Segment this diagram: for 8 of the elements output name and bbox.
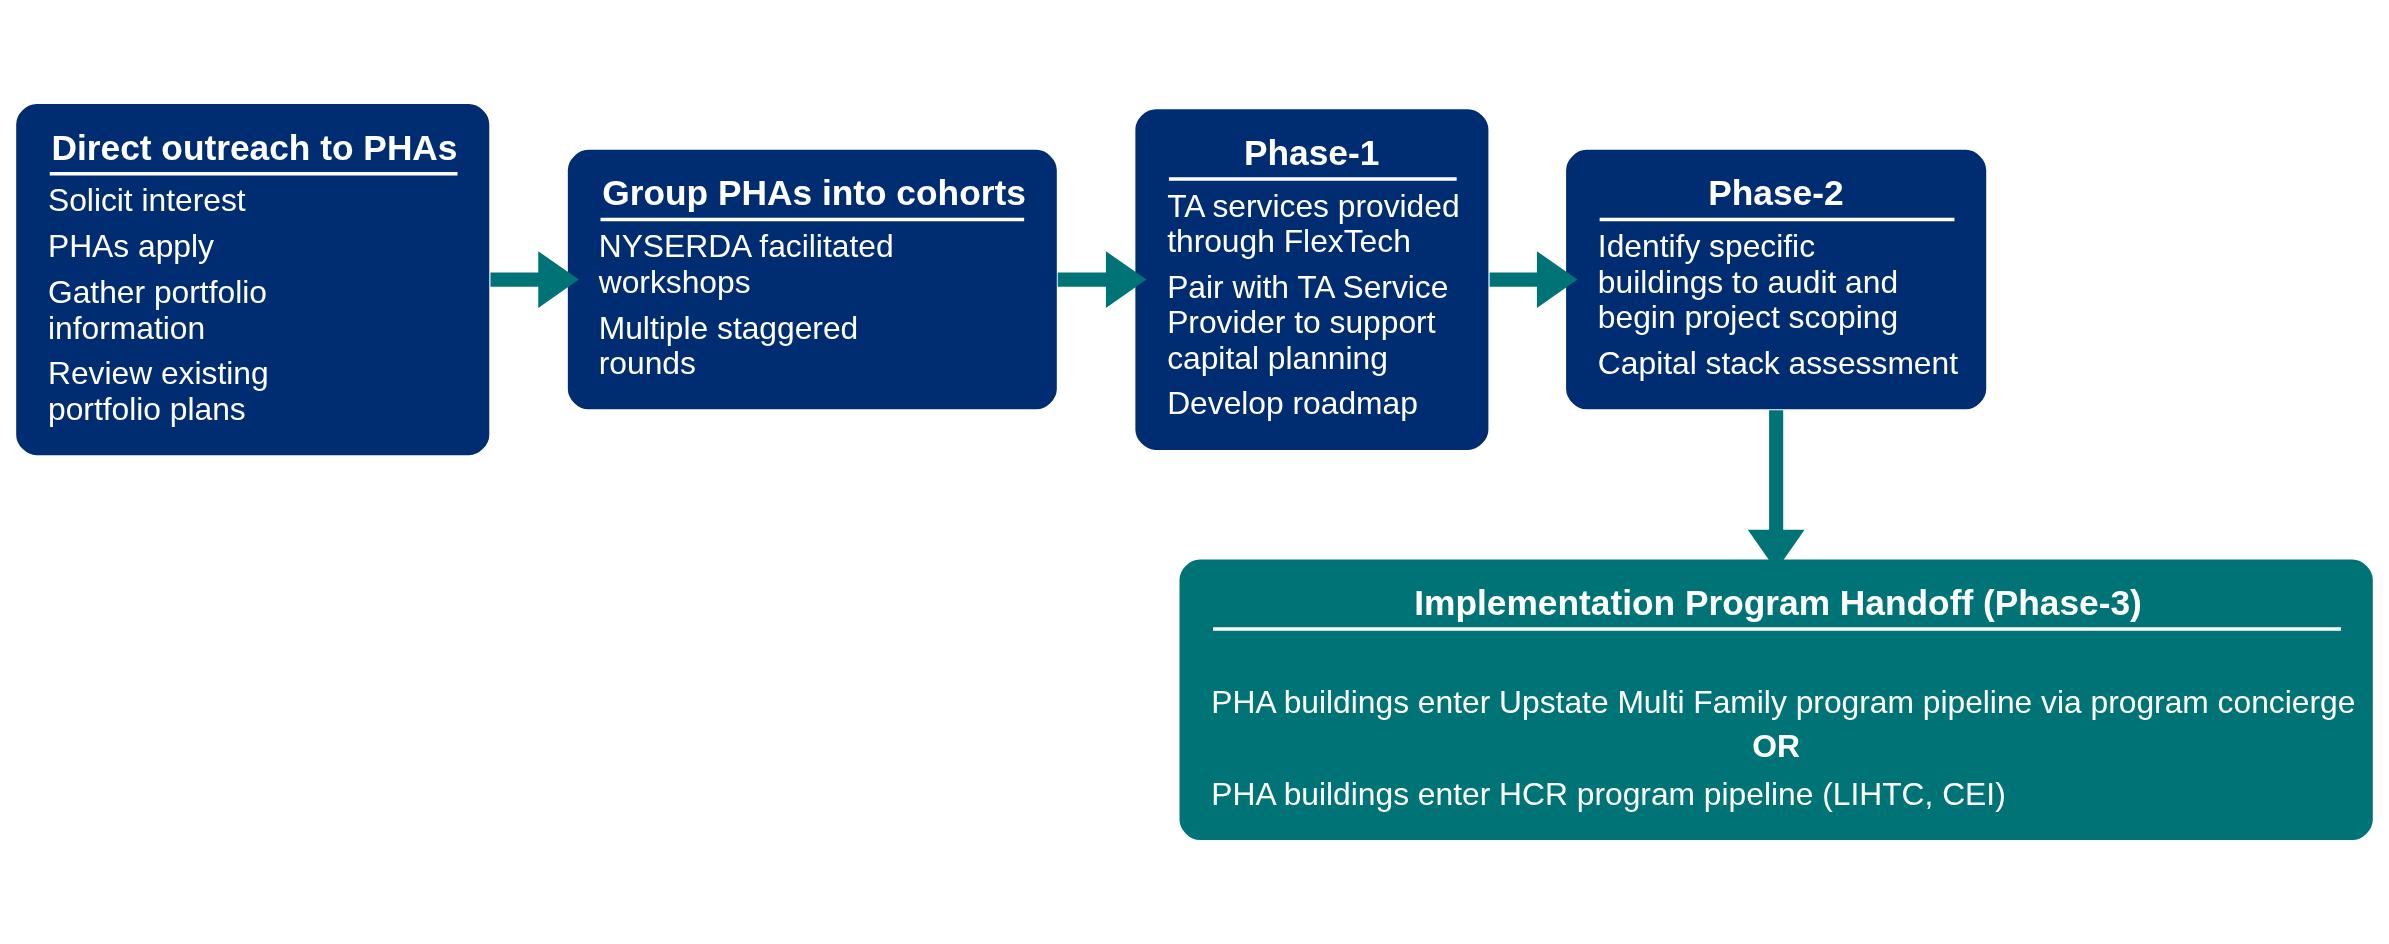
- node-box: Phase-1 TA services provided through FlexTech Pair with TA Service Provider to support capital planning Develop roadmap: [1133, 107, 1491, 452]
- node-box: Implementation Program Handoff (Phase-3) PHA buildings enter Upstate Multi Family program pipeline via program concierge OR PHA buildings enter HCR program pipeline (LIHTC, CEI): [1177, 557, 2375, 842]
- node-box: Phase-2 Identify specific buildings to audit and begin project scoping Capital stack assessment: [1564, 148, 1988, 412]
- node-box: Direct outreach to PHAs Solicit interest PHAs apply Gather portfolio information Review existing portfolio plans: [14, 102, 492, 457]
- arrow: [1057, 251, 1147, 308]
- node-box: Group PHAs into cohorts NYSERDA facilitated workshops Multiple staggered rounds: [566, 148, 1059, 412]
- arrow: [1489, 251, 1578, 308]
- arrow: [490, 251, 579, 308]
